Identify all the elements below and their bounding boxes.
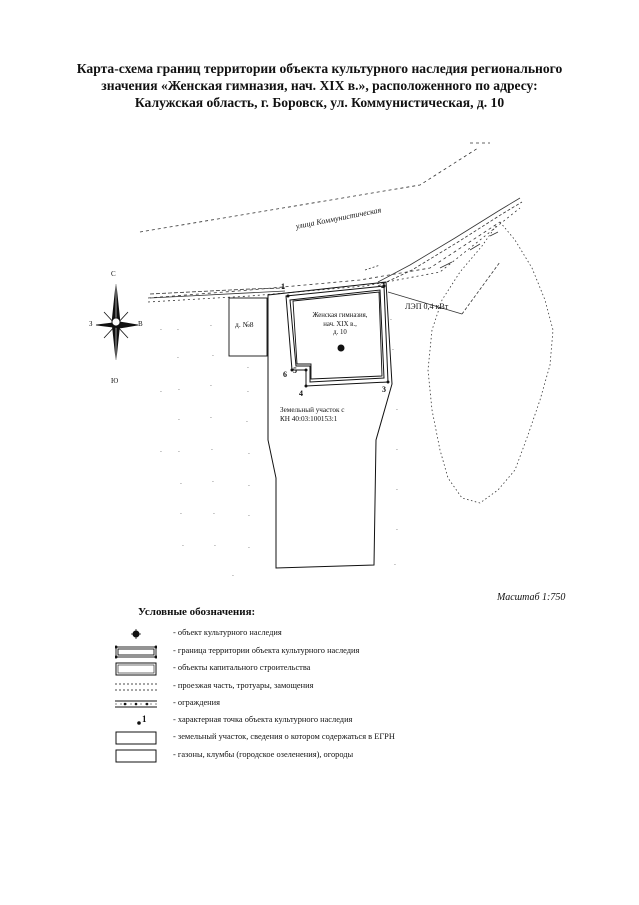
- svg-text:.: .: [182, 541, 184, 548]
- legend-text: - граница территории объекта культурного…: [173, 646, 360, 655]
- heritage-object-label-line-3: д. 10: [333, 329, 347, 336]
- svg-text:.: .: [177, 325, 179, 332]
- title-line-3: Калужская область, г. Боровск, ул. Комму…: [134, 95, 505, 110]
- svg-text:.: .: [160, 447, 162, 454]
- legend-item-capital-building: - объекты капитального строительства: [115, 661, 535, 677]
- point-1-label: 1: [281, 282, 285, 291]
- map-title: Карта-схема границ территории объекта ку…: [0, 60, 639, 111]
- land-plot-boundary: [267, 281, 393, 569]
- svg-text:.: .: [178, 447, 180, 454]
- svg-text:.: .: [247, 387, 249, 394]
- legend-text: - проезжая часть, тротуары, замощения: [173, 681, 314, 690]
- scale-label: Масштаб 1:750: [497, 592, 566, 603]
- svg-text:.: .: [212, 477, 214, 484]
- characteristic-point-number: 1: [142, 714, 147, 724]
- house-no8-building: [228, 297, 268, 357]
- svg-text:.: .: [160, 387, 162, 394]
- fence-icon: [115, 700, 157, 708]
- svg-text:.: .: [246, 417, 248, 424]
- svg-text:.: .: [247, 317, 249, 324]
- characteristic-points: [286, 284, 390, 388]
- legend-item-lawn: - газоны, клумбы (городское озеленения),…: [115, 748, 535, 764]
- lawn-dots: ... ... ... ... ... ... ... ... ... ... …: [160, 315, 398, 578]
- title-line-2: значения «Женская гимназия, нач. XIX в.»…: [101, 78, 538, 93]
- fence-line: [149, 197, 523, 299]
- street-lines: [139, 142, 521, 303]
- compass-east-label: В: [138, 320, 143, 328]
- lawn-icon: [115, 749, 157, 763]
- capital-building-icon: [115, 662, 157, 676]
- legend-item-territory-boundary: - граница территории объекта культурного…: [115, 644, 535, 660]
- svg-text:.: .: [396, 525, 398, 532]
- point-5-label: 5: [293, 366, 297, 375]
- svg-text:.: .: [248, 449, 250, 456]
- svg-text:.: .: [214, 541, 216, 548]
- svg-text:.: .: [160, 325, 162, 332]
- compass-south-label: Ю: [111, 377, 119, 385]
- land-plot-label-line-2: КН 40:03:100153:1: [280, 415, 338, 423]
- compass-north-label: С: [111, 270, 116, 278]
- svg-text:.: .: [247, 363, 249, 370]
- territory-boundary-icon: [115, 645, 157, 659]
- roadway-dashed-icon: [115, 683, 157, 691]
- characteristic-point-icon: [137, 721, 141, 725]
- svg-text:.: .: [248, 481, 250, 488]
- power-line: [387, 231, 501, 315]
- legend-item-roadway: - проезжая часть, тротуары, замощения: [115, 679, 535, 695]
- legend-item-land-plot: - земельный участок, сведения о котором …: [115, 730, 535, 746]
- legend-title: Условные обозначения:: [138, 606, 256, 618]
- heritage-object-label-line-1: Женская гимназия,: [312, 312, 368, 319]
- svg-text:.: .: [396, 445, 398, 452]
- svg-text:.: .: [210, 321, 212, 328]
- svg-text:.: .: [177, 353, 179, 360]
- compass-west-label: З: [89, 320, 93, 328]
- svg-text:.: .: [392, 345, 394, 352]
- point-2-label: 2: [381, 281, 385, 290]
- svg-text:.: .: [212, 351, 214, 358]
- svg-text:.: .: [178, 415, 180, 422]
- point-6-label: 6: [283, 370, 287, 379]
- heritage-building: [292, 291, 383, 380]
- svg-text:.: .: [396, 485, 398, 492]
- svg-text:.: .: [210, 381, 212, 388]
- land-plot-label-line-1: Земельный участок с: [280, 406, 345, 414]
- legend-text: - газоны, клумбы (городское озеленения),…: [173, 750, 354, 759]
- svg-text:.: .: [213, 509, 215, 516]
- point-4-label: 4: [299, 389, 303, 398]
- power-line-label: ЛЭП 0,4 кВт: [405, 302, 449, 311]
- compass-rose: [95, 283, 139, 361]
- heritage-object-label-line-2: нач. XIX в.,: [323, 320, 357, 328]
- legend-text: - земельный участок, сведения о котором …: [173, 732, 395, 741]
- svg-text:.: .: [394, 560, 396, 567]
- point-3-label: 3: [382, 385, 386, 394]
- heritage-object-label: Женская гимназия, нач. XIX в., д. 10: [300, 312, 380, 338]
- svg-text:.: .: [248, 543, 250, 550]
- legend-text: - объект культурного наследия: [173, 628, 282, 637]
- svg-text:.: .: [178, 385, 180, 392]
- legend-text: - ограждения: [173, 698, 220, 707]
- lawn-outline: [427, 221, 554, 504]
- svg-text:.: .: [211, 445, 213, 452]
- heritage-object-dot-icon: [131, 629, 141, 639]
- heritage-object-dot: [337, 344, 345, 352]
- svg-text:.: .: [390, 315, 392, 322]
- svg-text:.: .: [232, 571, 234, 578]
- legend-text: - характерная точка объекта культурного …: [173, 715, 353, 724]
- land-plot-label: Земельный участок с КН 40:03:100153:1: [280, 406, 344, 424]
- svg-text:.: .: [396, 405, 398, 412]
- svg-text:.: .: [210, 413, 212, 420]
- legend-text: - объекты капитального строительства: [173, 663, 311, 672]
- svg-text:.: .: [180, 479, 182, 486]
- legend-item-fence: - ограждения: [115, 696, 535, 712]
- legend-item-heritage-object: - объект культурного наследия: [115, 626, 535, 642]
- svg-text:.: .: [248, 511, 250, 518]
- title-line-1: Карта-схема границ территории объекта ку…: [76, 61, 563, 76]
- house-label: д. №8: [235, 320, 254, 329]
- legend-item-characteristic-point: 1 - характерная точка объекта культурног…: [115, 713, 535, 729]
- land-plot-icon: [115, 731, 157, 745]
- svg-text:.: .: [180, 509, 182, 516]
